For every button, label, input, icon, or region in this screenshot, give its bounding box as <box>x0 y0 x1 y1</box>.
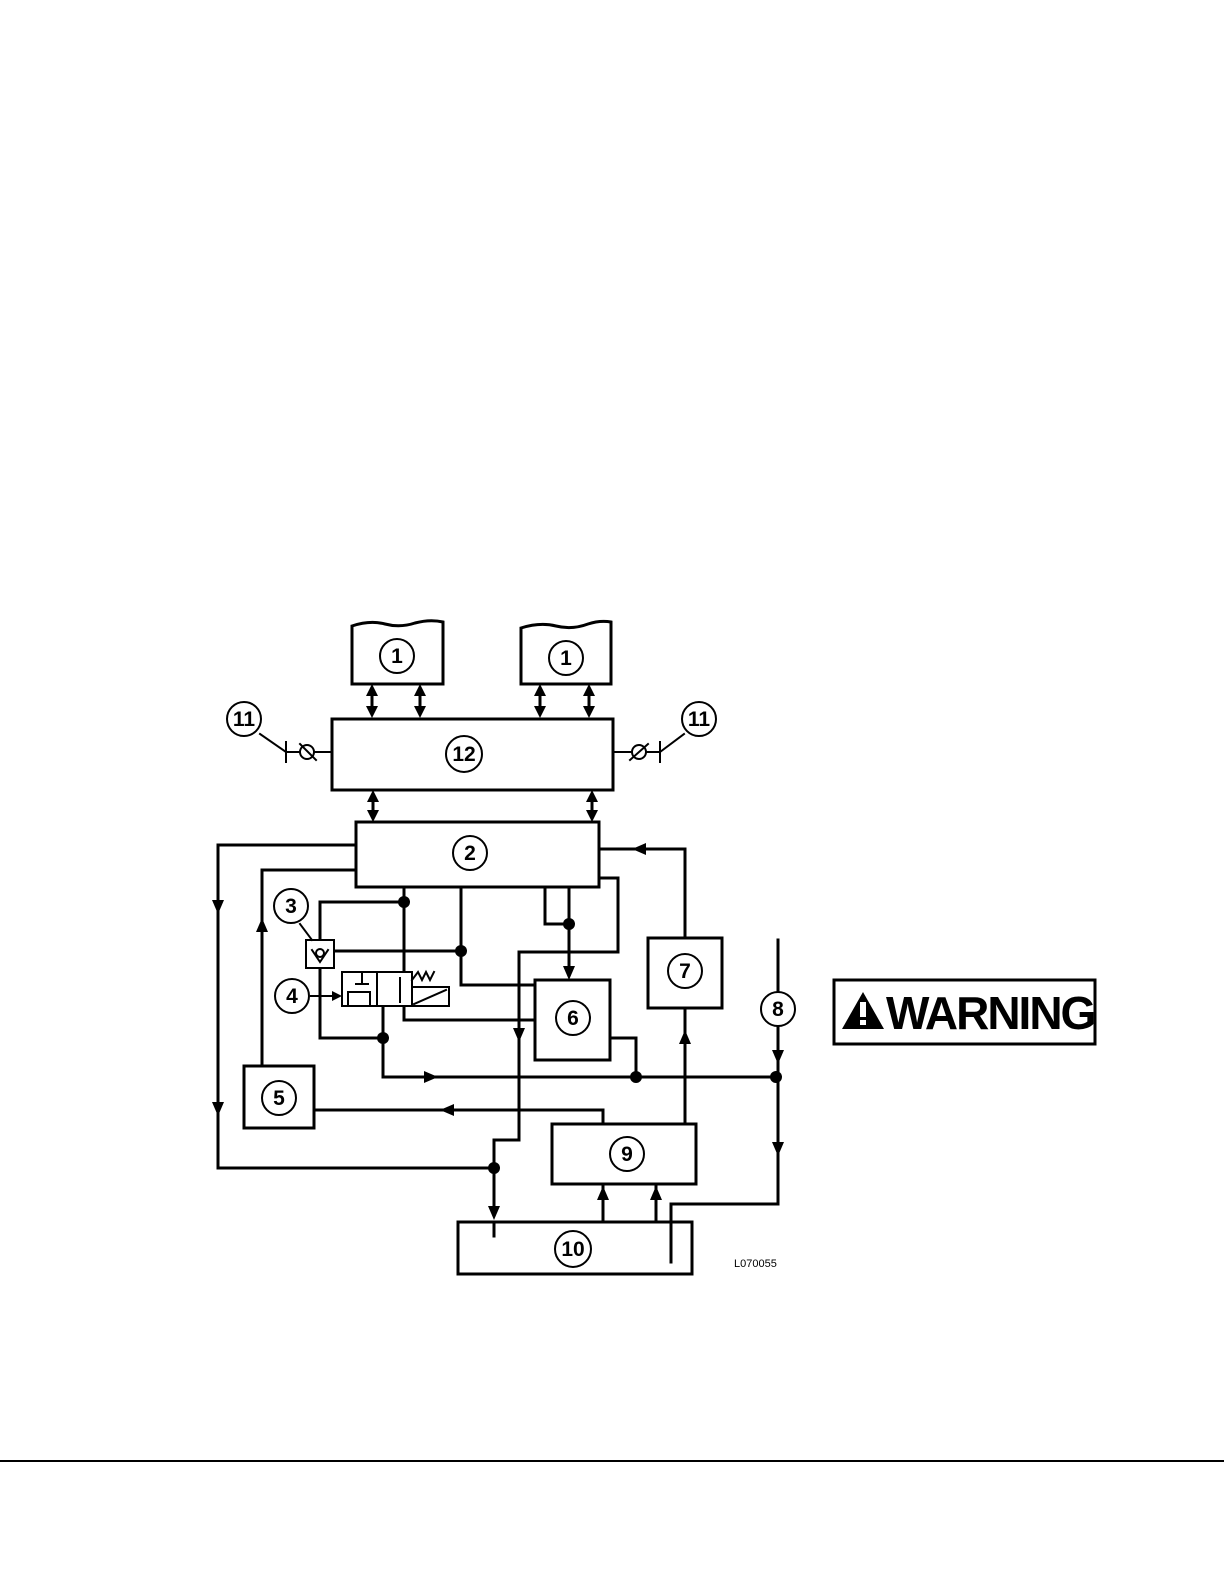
reservoir-left-number: 1 <box>391 645 403 668</box>
valve-block: 12 <box>332 719 613 790</box>
solenoid-valve: 4 <box>275 972 449 1013</box>
warning-label: WARNING <box>834 980 1095 1044</box>
reservoir-connectors <box>366 684 595 718</box>
unit-7-number: 7 <box>679 960 691 983</box>
block-connectors <box>367 790 598 822</box>
master-unit: 2 <box>356 822 599 887</box>
unit-6: 6 <box>535 980 610 1060</box>
master-unit-number: 2 <box>464 842 476 865</box>
valve-block-number: 12 <box>452 743 475 766</box>
tank: 10 <box>458 1222 692 1274</box>
solenoid-valve-number: 4 <box>286 985 298 1008</box>
tank-number: 10 <box>561 1238 584 1261</box>
line-8-label: 8 <box>761 992 795 1026</box>
bleed-right-number: 11 <box>688 708 711 731</box>
pump-number: 9 <box>621 1143 633 1166</box>
reservoir-left: 1 <box>352 621 443 684</box>
unit-6-number: 6 <box>567 1007 579 1030</box>
page-divider <box>0 1460 1224 1462</box>
reservoir-right: 1 <box>521 621 611 684</box>
bleed-left-number: 11 <box>233 708 256 731</box>
unit-5: 5 <box>244 1066 314 1128</box>
bleed-valve-left: 11 <box>227 702 332 762</box>
pump: 9 <box>552 1124 696 1184</box>
warning-text: WARNING <box>886 987 1094 1039</box>
check-valve-number: 3 <box>285 895 297 918</box>
reservoir-right-number: 1 <box>560 647 572 670</box>
unit-5-number: 5 <box>273 1087 285 1110</box>
line-8-number: 8 <box>772 998 784 1021</box>
unit-7: 7 <box>648 938 722 1008</box>
bleed-valve-right: 11 <box>613 702 716 762</box>
figure-code: L070055 <box>734 1258 777 1270</box>
